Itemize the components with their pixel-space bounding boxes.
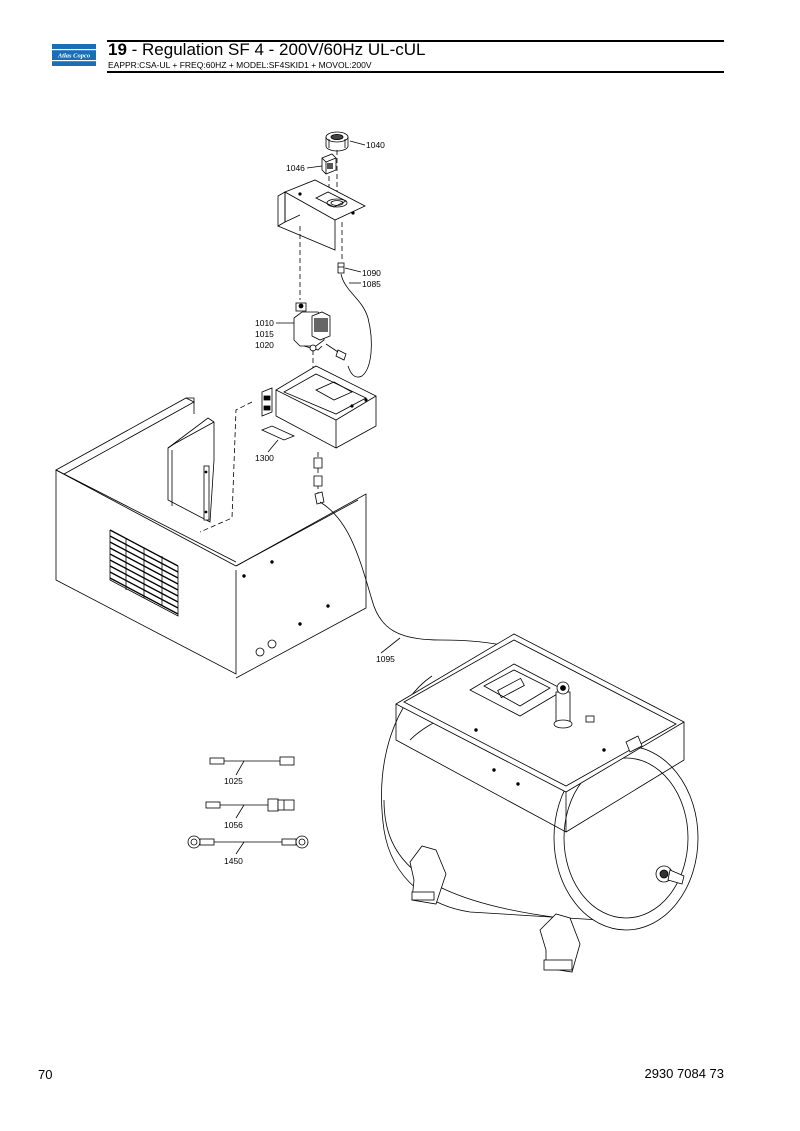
document-number: 2930 7084 73 <box>644 1066 724 1081</box>
callout-1020: 1020 <box>255 340 274 350</box>
callout-1056: 1056 <box>224 820 243 830</box>
callout-1300: 1300 <box>255 453 274 463</box>
part-1010-pressure-switch <box>293 302 347 361</box>
top-bracket <box>277 179 366 251</box>
logo-text: Atlas Copco <box>57 53 91 60</box>
callout-1046: 1046 <box>286 163 305 173</box>
header-rule-top <box>107 40 724 42</box>
part-1040-knob <box>325 131 349 152</box>
cable-1025 <box>209 756 295 766</box>
callout-1090: 1090 <box>362 268 381 278</box>
part-1046-block <box>321 153 337 175</box>
callout-1025: 1025 <box>224 776 243 786</box>
cable-1056 <box>205 798 295 812</box>
callout-1010: 1010 <box>255 318 274 328</box>
callout-1015: 1015 <box>255 329 274 339</box>
cable-1450 <box>187 835 309 849</box>
enclosure-frame <box>55 397 367 679</box>
callout-1095: 1095 <box>376 654 395 664</box>
part-1090-fitting <box>337 262 345 274</box>
callout-1450: 1450 <box>224 856 243 866</box>
header-rule-bottom <box>107 71 724 73</box>
section-number: 19 <box>108 40 127 59</box>
switch-mounting-box <box>261 365 377 449</box>
page-subtitle: EAPPR:CSA-UL + FREQ:60HZ + MODEL:SF4SKID… <box>108 60 372 70</box>
callout-1040: 1040 <box>366 140 385 150</box>
tank-platform <box>395 633 685 833</box>
part-1300-label <box>260 425 296 441</box>
hose-1085 <box>340 273 372 378</box>
page-number: 70 <box>38 1067 53 1082</box>
tube-fittings <box>313 457 325 505</box>
air-receiver-tank <box>381 675 699 973</box>
atlas-copco-logo: Atlas Copco <box>52 44 96 66</box>
page-title: 19 - Regulation SF 4 - 200V/60Hz UL-cUL <box>108 40 426 60</box>
title-text: - Regulation SF 4 - 200V/60Hz UL-cUL <box>126 40 426 59</box>
callout-1085: 1085 <box>362 279 381 289</box>
